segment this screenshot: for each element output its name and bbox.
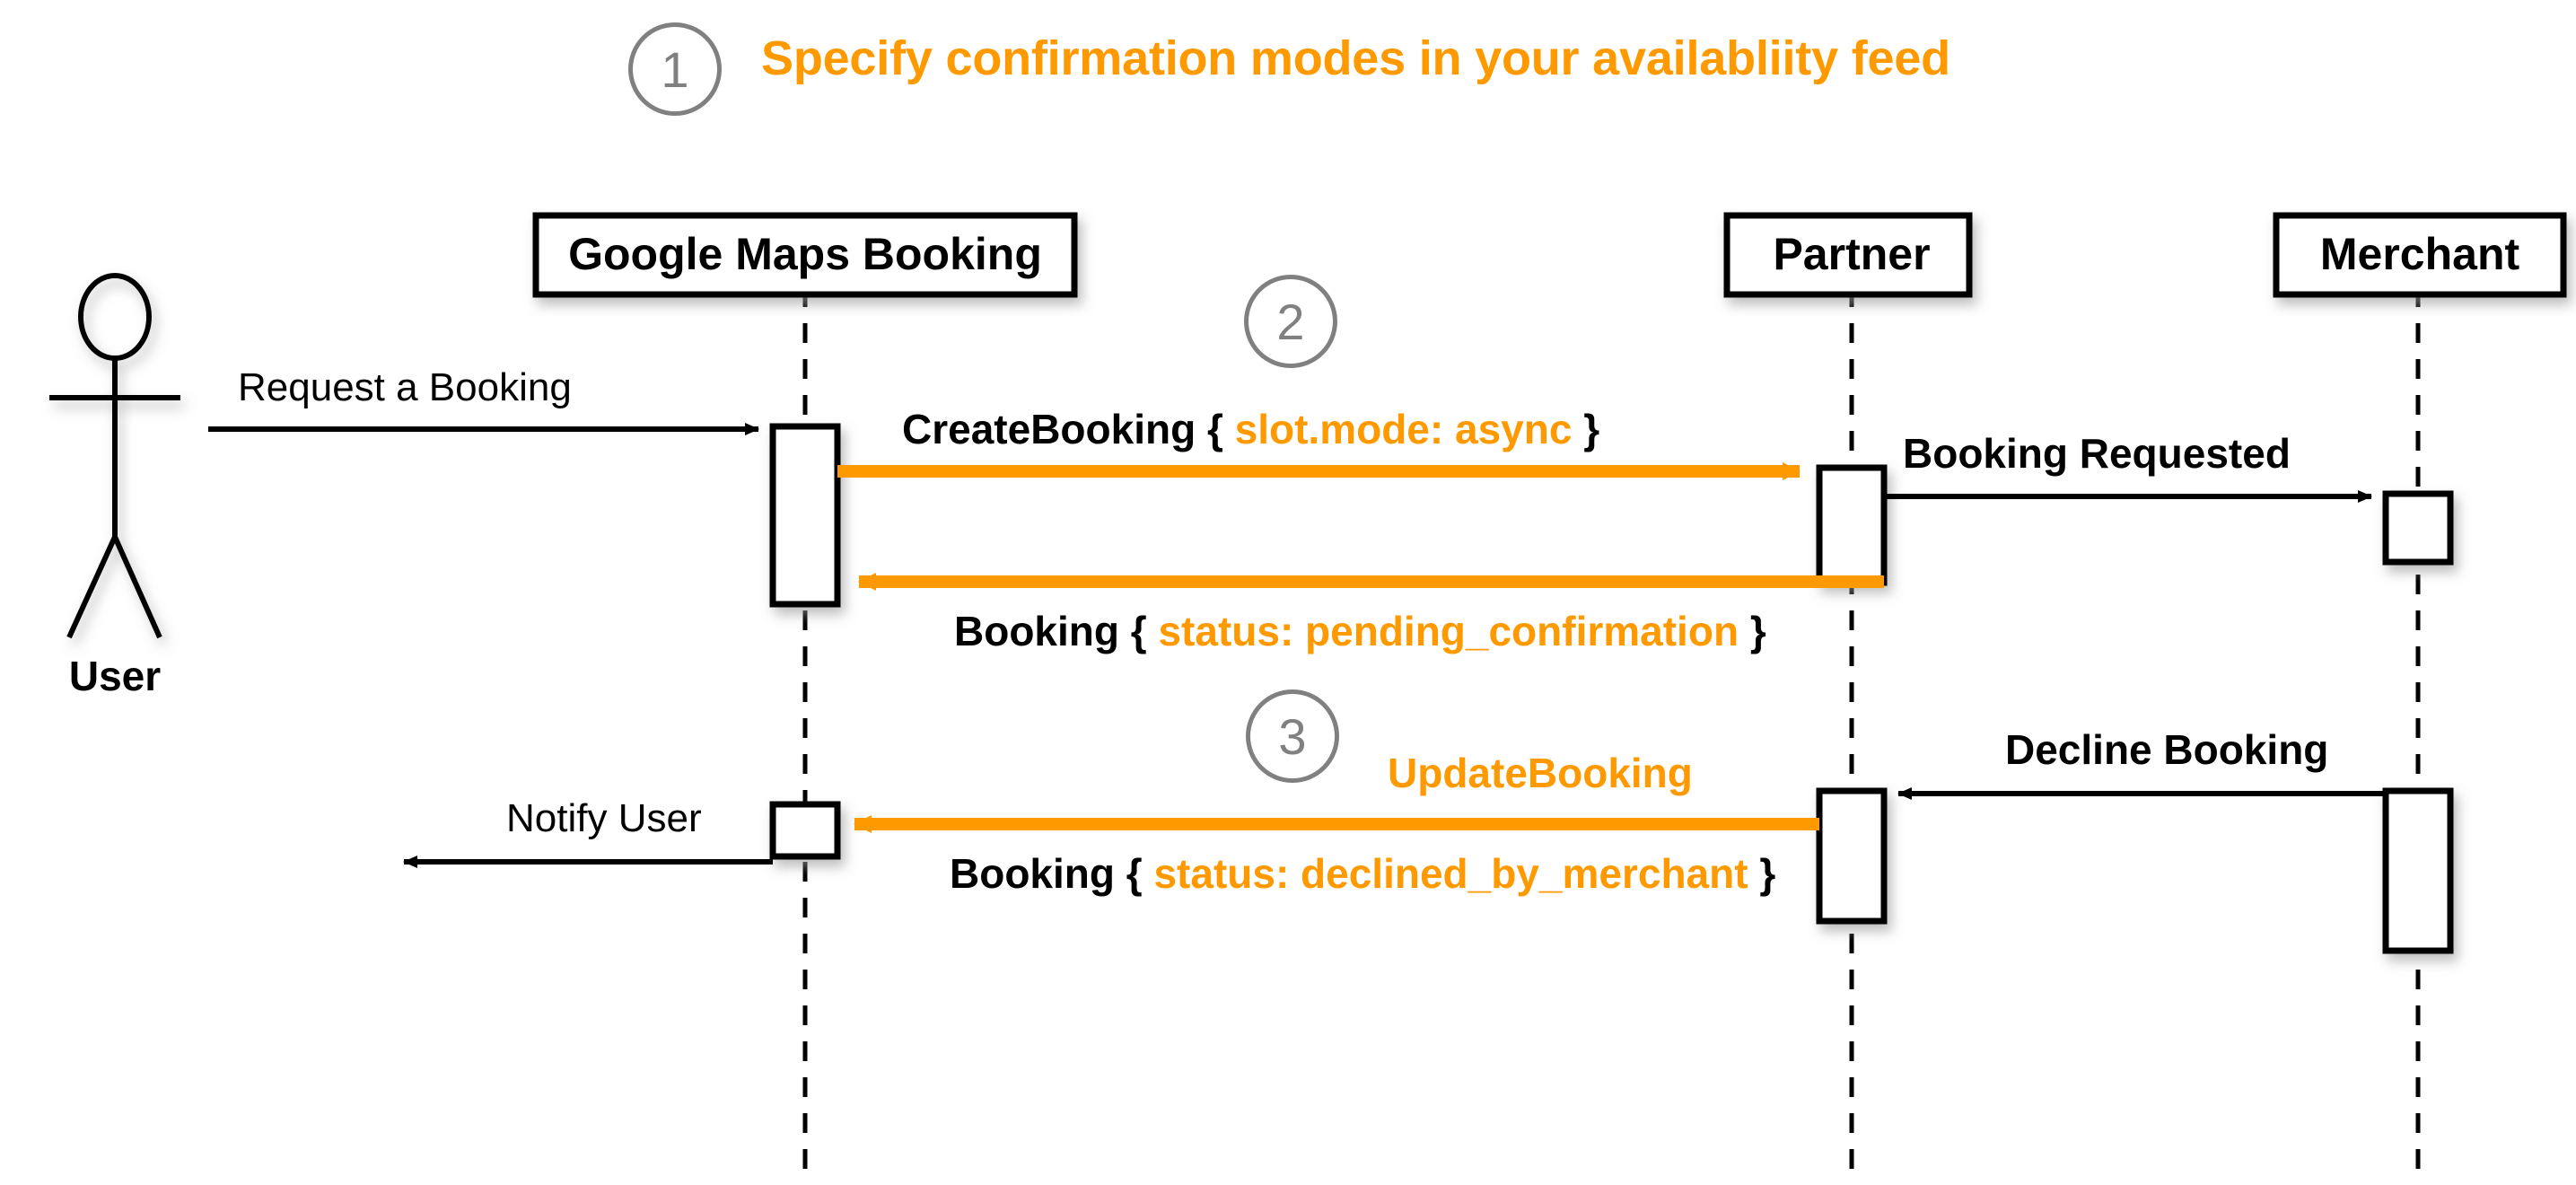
actor-label-user-text: User bbox=[68, 653, 162, 699]
message-create-booking-close-brace: } bbox=[1583, 406, 1600, 452]
activation-merchant-2 bbox=[2382, 787, 2454, 954]
message-label-notify-user: Notify User bbox=[506, 796, 702, 840]
lifeline-label-merchant: Merchant bbox=[2320, 232, 2576, 276]
message-pending-open-brace: { bbox=[1130, 608, 1147, 654]
activation-partner-1 bbox=[1816, 464, 1888, 586]
message-label-booking-requested: Booking Requested bbox=[1903, 430, 2291, 477]
lifeline-box-partner bbox=[1723, 212, 1973, 298]
actor-label-user: User bbox=[69, 655, 206, 697]
message-label-request-a-booking: Request a Booking bbox=[238, 365, 572, 409]
lifeline-label-partner-text: Partner bbox=[1773, 229, 1931, 279]
message-create-booking-prefix: CreateBooking bbox=[902, 406, 1196, 452]
lifeline-box-merchant bbox=[2273, 212, 2567, 298]
message-pending-close-brace: } bbox=[1749, 608, 1766, 654]
activation-merchant-1 bbox=[2382, 490, 2454, 566]
step-number-2: 2 bbox=[1244, 275, 1337, 368]
message-label-booking-declined-by-merchant: Booking { status: declined_by_merchant } bbox=[950, 853, 1775, 894]
user-stick-figure bbox=[49, 273, 180, 639]
activation-partner-2 bbox=[1816, 787, 1888, 925]
message-declined-prefix: Booking bbox=[950, 850, 1115, 897]
activation-gmb-2 bbox=[769, 801, 841, 860]
message-declined-close-brace: } bbox=[1759, 850, 1776, 897]
lifeline-label-gmb-text: Google Maps Booking bbox=[568, 229, 1042, 279]
message-declined-payload: status: declined_by_merchant bbox=[1153, 850, 1748, 897]
message-pending-payload: status: pending_confirmation bbox=[1158, 608, 1739, 654]
lifeline-box-gmb bbox=[532, 212, 1078, 298]
lifeline-label-merchant-text: Merchant bbox=[2319, 229, 2520, 279]
lifeline-label-gmb: Google Maps Booking bbox=[568, 232, 1279, 276]
message-label-update-booking: UpdateBooking bbox=[1388, 750, 1693, 796]
diagram-title: Specify confirmation modes in your avail… bbox=[761, 31, 1950, 85]
step-number-3: 3 bbox=[1246, 689, 1339, 783]
message-declined-open-brace: { bbox=[1126, 850, 1143, 897]
message-label-decline-booking: Decline Booking bbox=[2005, 726, 2329, 773]
step-number-1: 1 bbox=[628, 22, 722, 116]
message-label-booking-pending-confirmation: Booking { status: pending_confirmation } bbox=[954, 610, 1766, 652]
message-pending-prefix: Booking bbox=[954, 608, 1119, 654]
lifeline-label-partner: Partner bbox=[1773, 232, 2009, 276]
activation-gmb-1 bbox=[769, 423, 841, 608]
message-create-booking-open-brace: { bbox=[1206, 406, 1223, 452]
message-label-create-booking: CreateBooking { slot.mode: async } bbox=[902, 408, 1599, 450]
message-create-booking-payload: slot.mode: async bbox=[1234, 406, 1573, 452]
